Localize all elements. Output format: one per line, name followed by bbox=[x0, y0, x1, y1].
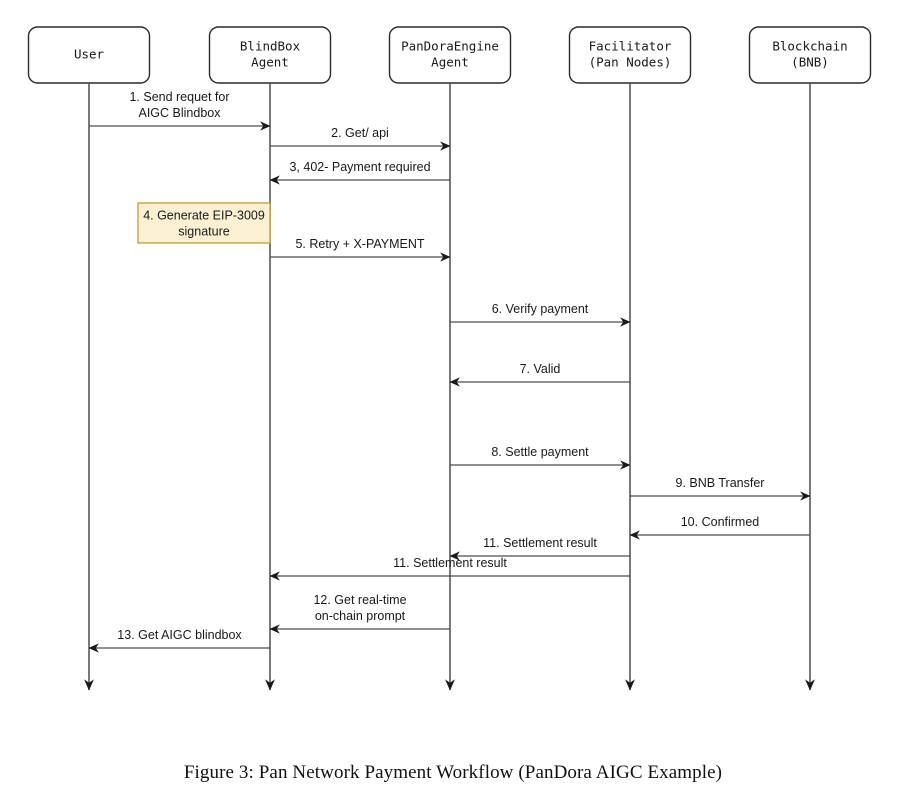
message-label: 11. Settlement result bbox=[483, 536, 597, 550]
lifeline-label: BlindBox bbox=[240, 39, 301, 54]
message-label: 6. Verify payment bbox=[492, 302, 589, 316]
lifeline-label: (BNB) bbox=[791, 55, 829, 70]
message-label: 12. Get real-time bbox=[313, 593, 406, 607]
message-8: 8. Settle payment bbox=[450, 445, 631, 470]
message-11: 11. Settlement result bbox=[449, 536, 630, 561]
lifeline-header-user: User bbox=[27, 26, 151, 84]
lifeline-label: (Pan Nodes) bbox=[589, 55, 672, 70]
note-label: 4. Generate EIP-3009 bbox=[143, 209, 265, 223]
message-7: 7. Valid bbox=[449, 362, 630, 387]
message-label: 2. Get/ api bbox=[331, 126, 389, 140]
message-label: 13. Get AIGC blindbox bbox=[117, 628, 242, 642]
figure-caption: Figure 3: Pan Network Payment Workflow (… bbox=[183, 762, 723, 783]
message-2: 2. Get/ api bbox=[270, 126, 451, 151]
message-9: 9. BNB Transfer bbox=[630, 476, 811, 501]
lifeline-label: Facilitator bbox=[589, 39, 672, 54]
message-13: 12. Get real-time on-chain prompt bbox=[269, 593, 450, 634]
notes-layer: 4. Generate EIP-3009 signature bbox=[137, 202, 271, 244]
message-label: 11. Settlement result bbox=[393, 556, 507, 570]
sequence-diagram: UserBlindBoxAgentPanDoraEngineAgentFacil… bbox=[27, 26, 872, 691]
note-label: signature bbox=[178, 225, 229, 239]
lifeline-label: Blockchain bbox=[772, 39, 847, 54]
message-label: on-chain prompt bbox=[315, 609, 406, 623]
lifeline-label: Agent bbox=[251, 55, 289, 70]
message-label: 1. Send requet for bbox=[129, 90, 229, 104]
message-label: 8. Settle payment bbox=[491, 445, 589, 459]
lifelines-layer: UserBlindBoxAgentPanDoraEngineAgentFacil… bbox=[27, 26, 872, 691]
lifeline-header-facilitator: Facilitator(Pan Nodes) bbox=[568, 26, 692, 84]
message-6: 6. Verify payment bbox=[450, 302, 631, 327]
message-12: 11. Settlement result bbox=[269, 556, 630, 581]
message-label: AIGC Blindbox bbox=[139, 106, 222, 120]
message-label: 10. Confirmed bbox=[681, 515, 760, 529]
message-3: 3, 402- Payment required bbox=[269, 160, 450, 185]
message-10: 10. Confirmed bbox=[629, 515, 810, 540]
lifeline-label: Agent bbox=[431, 55, 469, 70]
lifeline-label: PanDoraEngine bbox=[401, 39, 499, 54]
message-label: 9. BNB Transfer bbox=[676, 476, 765, 490]
message-label: 5. Retry + X-PAYMENT bbox=[295, 237, 424, 251]
message-5: 5. Retry + X-PAYMENT bbox=[270, 237, 451, 262]
lifeline-label: User bbox=[74, 47, 105, 62]
lifeline-header-blockchain: Blockchain(BNB) bbox=[748, 26, 872, 84]
message-label: 7. Valid bbox=[520, 362, 561, 376]
note-eip3009: 4. Generate EIP-3009 signature bbox=[137, 202, 271, 244]
message-14: 13. Get AIGC blindbox bbox=[88, 628, 270, 653]
message-label: 3, 402- Payment required bbox=[289, 160, 430, 174]
